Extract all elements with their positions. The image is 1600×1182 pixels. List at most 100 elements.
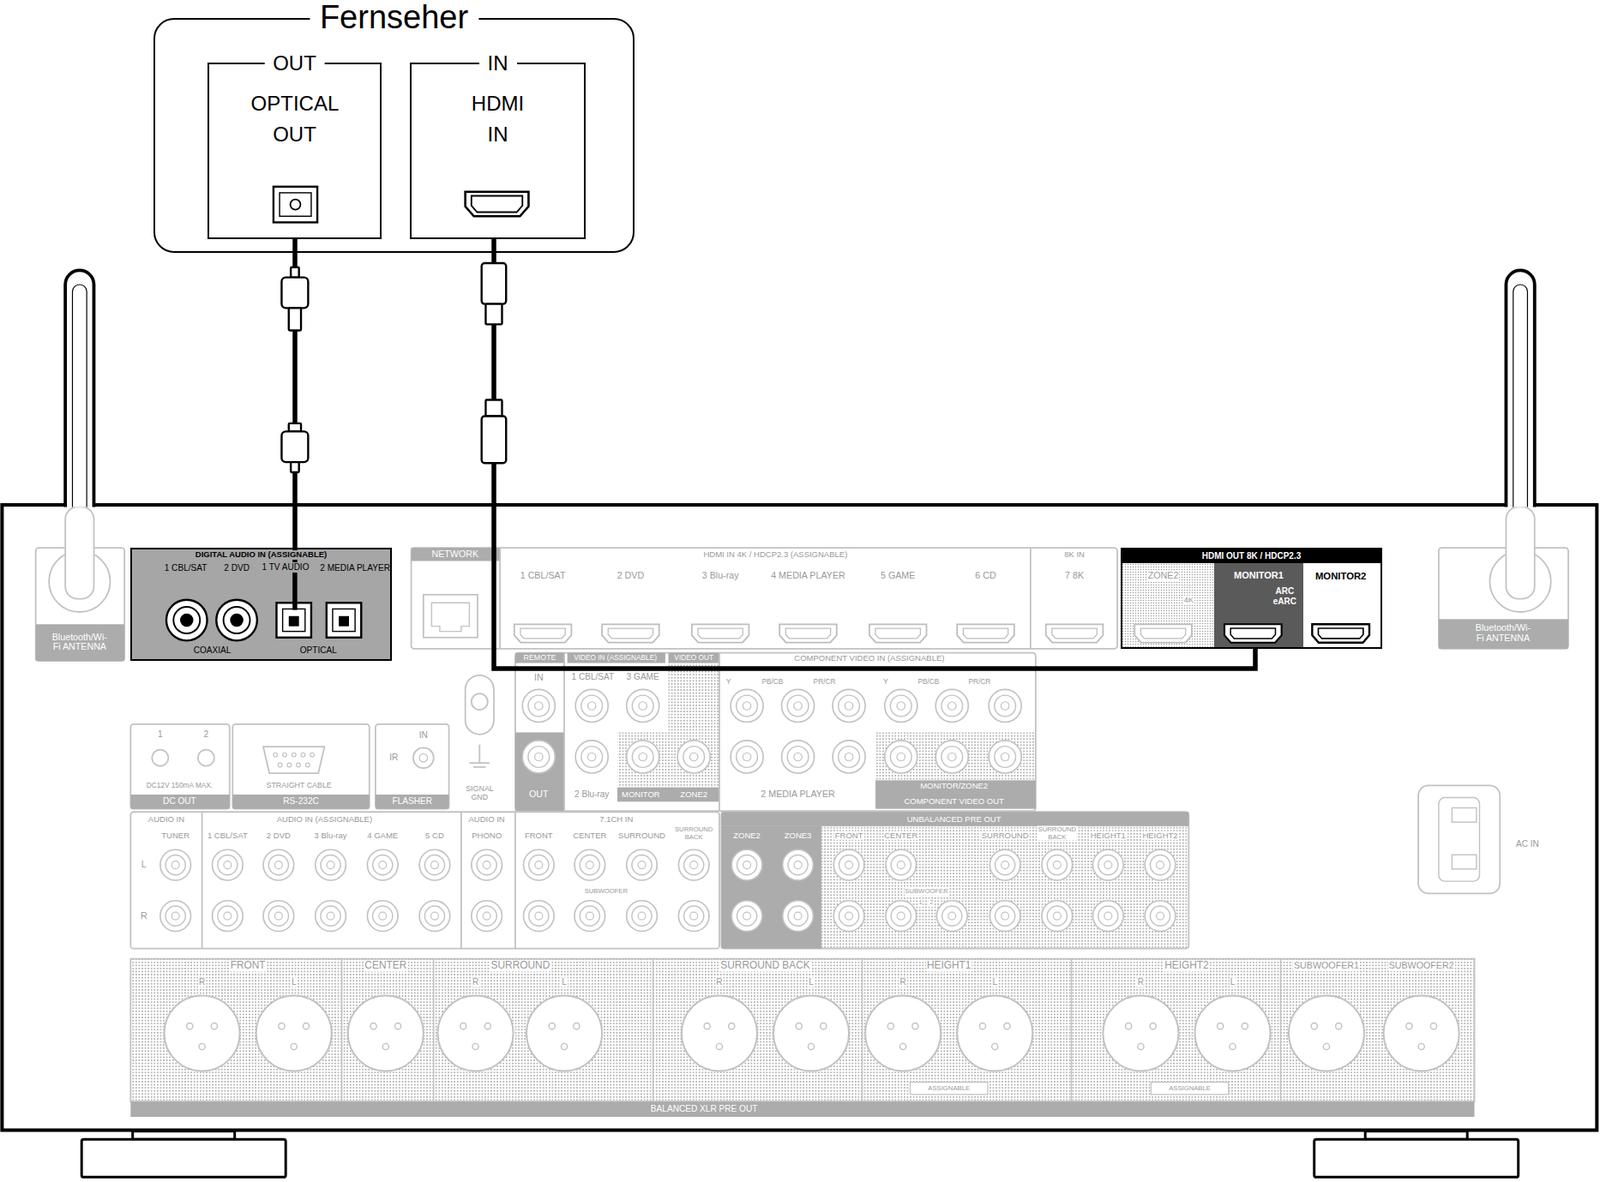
rca-jack (782, 849, 814, 881)
xlr-pin (703, 1023, 710, 1030)
panel-label: BALANCED XLR PRE OUT (649, 1105, 759, 1115)
rca-jack (988, 740, 1022, 774)
rca-jack-pin (896, 912, 905, 921)
rca-jack-ring (631, 746, 654, 769)
rca-jack-pin (948, 702, 957, 711)
panel-label: 1 CBL/SAT (571, 673, 616, 683)
xlr-jack (865, 995, 941, 1071)
rca-jack-pin (896, 702, 906, 711)
panel-label: COMPONENT VIDEO OUT (902, 797, 1005, 807)
panel-label: 1 CBL/SAT (519, 571, 567, 582)
rca-jack-ring (268, 855, 289, 876)
rca-jack-ring (217, 855, 238, 876)
network-port (423, 595, 478, 638)
panel-label: MONITOR2 (1314, 571, 1367, 582)
rca-jack-pin (587, 752, 596, 762)
xlr-pin (1335, 1023, 1342, 1030)
rca-jack-ring (890, 746, 912, 769)
rca-jack-ring (476, 906, 497, 927)
panel-label: 4 MEDIA PLAYER (769, 571, 847, 582)
label-strip (567, 653, 666, 664)
rca-jack (731, 901, 763, 933)
monitor1-fill (1214, 563, 1304, 648)
hatched-area (667, 663, 720, 734)
rca-jack (419, 901, 451, 933)
optical-jack-inner (282, 608, 306, 632)
rca-jack-pin (948, 752, 957, 762)
xlr-pin (1137, 1043, 1144, 1050)
panel-label: SURROUND BACK (1037, 826, 1077, 842)
rca-jack-ring (1046, 906, 1067, 927)
xlr-pin (992, 1043, 999, 1050)
antenna-base (1438, 547, 1569, 650)
rca-jack-pin (638, 702, 648, 711)
rca-jack (730, 740, 764, 774)
rca-jack (160, 901, 192, 933)
panel-label: ZONE2 (679, 790, 709, 800)
zone-area (721, 826, 822, 950)
assignable-box (909, 1082, 987, 1095)
panel-label: L (991, 977, 999, 987)
dc-jack (151, 750, 169, 767)
xlr-pin (1241, 1023, 1248, 1030)
panel-label: SIGNAL GND (464, 785, 494, 803)
panel-label: AUDIO IN (468, 814, 506, 824)
rca-jack (471, 849, 503, 881)
panel-label: SURROUND BACK (673, 826, 714, 842)
xlr-pin (807, 1043, 814, 1050)
xlr-jack (1102, 995, 1179, 1071)
assignable-box (1150, 1082, 1228, 1095)
xlr-pin (979, 1023, 986, 1030)
rca-jack-pin (742, 752, 752, 762)
rca-jack-ring (165, 906, 186, 927)
rca-jack-pin (378, 912, 387, 921)
rca-jack-ring (838, 906, 859, 927)
rca-jack (989, 901, 1021, 933)
panel-label: L (1229, 977, 1237, 987)
rca-jack (160, 849, 192, 881)
panel-label: R (1136, 977, 1145, 987)
panel-label: AC IN (1515, 840, 1540, 850)
panel-label: COMPONENT VIDEO IN (ASSIGNABLE) (793, 653, 945, 662)
panel-label: L (560, 977, 568, 987)
rca-jack (989, 849, 1021, 881)
rca-jack-pin (1104, 861, 1113, 870)
rca-jack-ring (165, 855, 186, 876)
rca-jack-pin (274, 912, 283, 921)
ac-inlet-inner (1438, 798, 1480, 883)
output-feature: ARC eARC (1273, 586, 1297, 607)
hatched-area (617, 732, 720, 788)
panel-label: SUBWOOFER (903, 888, 949, 896)
rca-jack-ring (787, 906, 808, 927)
optical-plug-neck (288, 423, 301, 433)
rca-jack-pin (743, 861, 752, 870)
panel-label: HEIGHT2 (1163, 960, 1210, 972)
rca-jack (575, 689, 608, 722)
connector-box (130, 724, 229, 810)
coaxial-jack-pin (180, 613, 193, 626)
xlr-pin (912, 1023, 919, 1030)
xlr-jack (526, 995, 602, 1071)
panel-label: SUBWOOFER2 (1388, 961, 1456, 972)
panel-label: DC OUT (162, 797, 198, 807)
rca-jack-pin (844, 702, 854, 711)
rca-jack-ring (684, 906, 704, 927)
ground-symbol (478, 745, 481, 764)
rca-jack (366, 849, 398, 881)
rca-jack-ring (528, 746, 550, 769)
gnd-screw (471, 693, 488, 710)
hatched-area (1120, 563, 1215, 650)
panel-label: 2 DVD (222, 563, 251, 573)
rca-jack (315, 901, 347, 933)
panel-label: 5 GAME (879, 571, 916, 582)
panel-label: R (139, 911, 149, 922)
xlr-jack (1194, 995, 1270, 1071)
panel-label: 2 DVD (265, 830, 292, 840)
xlr-jack (348, 995, 424, 1071)
hdmi-port-inner (1140, 628, 1185, 639)
antenna-strip (36, 624, 126, 662)
rca-jack-pin (689, 752, 698, 762)
rca-jack-ring (994, 695, 1017, 717)
optical-jack-inner (332, 608, 355, 632)
